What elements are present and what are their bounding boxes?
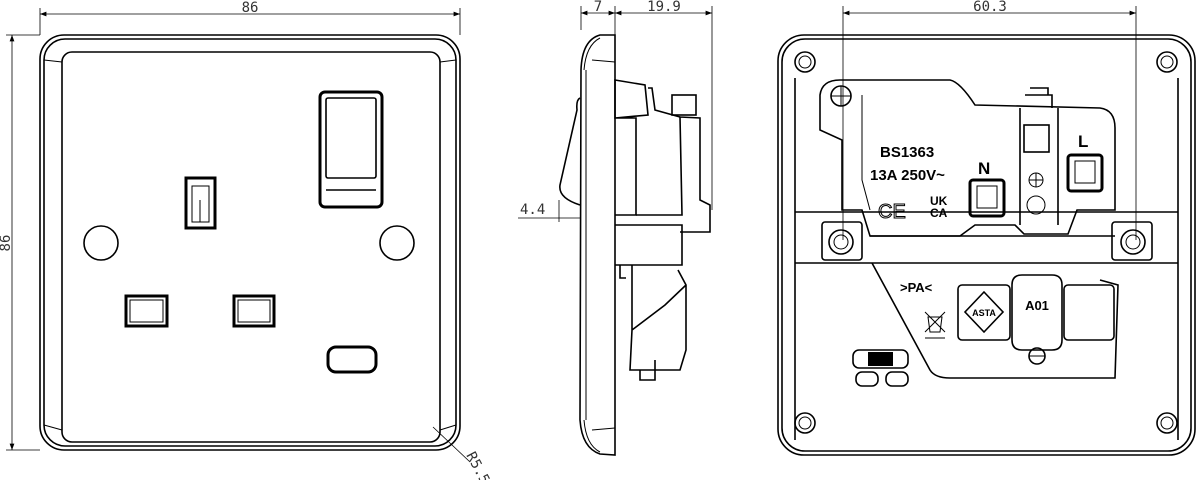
dim-plate-depth: 7 (594, 0, 602, 15)
rear-view-dimensions: 60.3 (842, 0, 1137, 240)
fixing-hole-left (83, 225, 119, 261)
front-plate-outline (39, 34, 461, 451)
side-view-dimensions: 7 19.9 4.4 (518, 0, 713, 222)
wheelie-bin-icon (924, 311, 946, 339)
rear-fixing-hole-right (1120, 229, 1146, 255)
rear-plate-outline (777, 34, 1196, 456)
front-plate-inner (61, 51, 441, 443)
side-plate-profile (579, 34, 616, 456)
front-view: 86 86 R5.5 (0, 0, 492, 480)
dim-front-width: 86 (242, 0, 259, 16)
fixing-hole-right (379, 225, 415, 261)
ce-mark: CE (878, 201, 906, 223)
cable-clip (852, 349, 909, 387)
live-label: L (1078, 132, 1088, 151)
material-marking: >PA< (900, 280, 933, 295)
live-terminal (1066, 153, 1104, 193)
side-terminal-screw (671, 94, 697, 116)
dim-fixing-centres: 60.3 (973, 0, 1007, 15)
neutral-pin-slot (232, 294, 276, 328)
asta-logo (963, 290, 1005, 334)
side-switch-rocker (559, 97, 581, 206)
dim-body-depth: 19.9 (647, 0, 681, 15)
neon-indicator (326, 345, 378, 374)
live-pin-slot (124, 294, 169, 328)
switch-rocker (318, 90, 384, 209)
rear-fixing-hole-left (828, 229, 854, 255)
ukca-mark-bottom: CA (930, 206, 948, 220)
rear-view: BS1363 13A 250V~ N L CE UK CA >PA< ASTA … (777, 34, 1196, 456)
earth-pin-slot (184, 176, 217, 230)
code-marking: A01 (1025, 298, 1049, 313)
asta-logo-text: ASTA (972, 308, 996, 318)
side-view (559, 34, 711, 456)
neutral-label: N (978, 159, 990, 178)
dim-switch-protrusion: 4.4 (520, 202, 545, 218)
rating-marking: 13A 250V~ (870, 167, 945, 184)
dim-corner-radius: R5.5 (462, 449, 492, 480)
dim-front-height: 86 (0, 235, 14, 252)
ukca-mark-top: UK (930, 194, 948, 208)
standard-marking: BS1363 (880, 144, 934, 161)
neutral-terminal (968, 178, 1006, 218)
